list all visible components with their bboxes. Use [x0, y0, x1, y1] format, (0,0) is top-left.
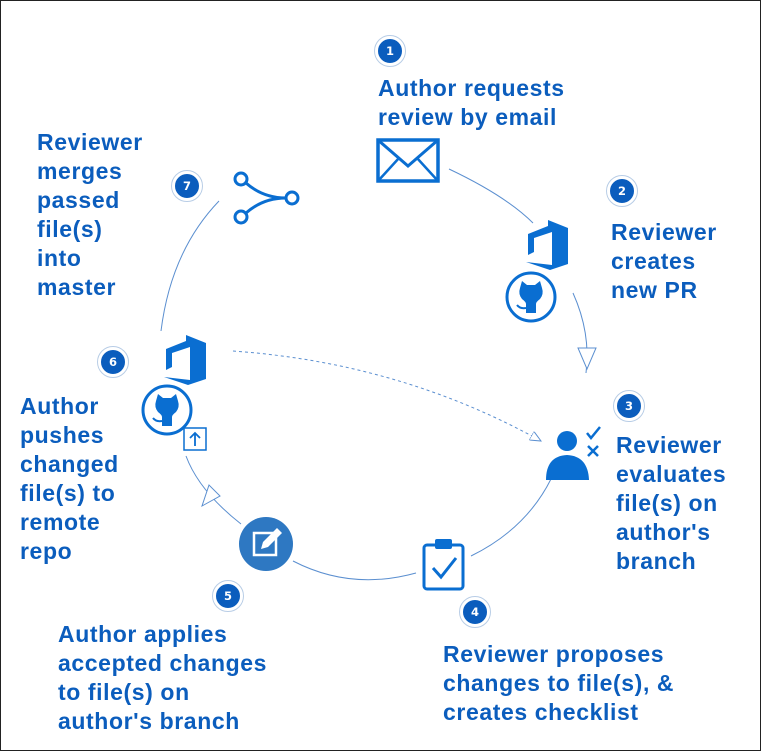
connector-6-to-7: [160, 200, 220, 332]
step-badge-1: 1: [374, 35, 406, 67]
edit-icon[interactable]: [239, 517, 293, 571]
connector-5-to-6: [185, 455, 242, 525]
step-6-label: Author pushes changed file(s) to remote …: [20, 393, 119, 564]
azure-devops-push-icon: [164, 335, 206, 385]
clipboard-check-icon: [422, 539, 465, 591]
step-badge-3: 3: [613, 390, 645, 422]
dotted-connector-6-to-3: [232, 350, 541, 441]
step-4-label: Reviewer proposes changes to file(s), & …: [443, 641, 675, 725]
connector-4-to-5: [292, 560, 417, 581]
step-3-label: Reviewer evaluates file(s) on author's b…: [616, 432, 727, 574]
step-badge-2: 2: [606, 175, 638, 207]
merge-branch-icon: [233, 171, 300, 225]
step-badge-7: 7: [171, 170, 203, 202]
step-number-3: 3: [625, 399, 633, 413]
azure-devops-icon: [526, 220, 568, 270]
arrowhead-2-to-3: [577, 347, 597, 371]
connector-3-to-4: [470, 478, 552, 557]
step-badge-5: 5: [212, 580, 244, 612]
cycle-connectors: [160, 168, 588, 581]
step-number-5: 5: [224, 589, 232, 603]
github-icon: [505, 271, 557, 323]
step-2-label: Reviewer creates new PR: [611, 219, 717, 303]
step-number-7: 7: [183, 179, 191, 193]
upload-icon: [183, 427, 207, 451]
step-number-6: 6: [109, 355, 117, 369]
step-number-2: 2: [618, 184, 626, 198]
step-7-label: Reviewer merges passed file(s) into mast…: [37, 129, 143, 300]
step-5-label: Author applies accepted changes to file(…: [58, 621, 268, 734]
reviewer-person-check-x-icon: [546, 426, 601, 480]
arrowhead-5-to-6: [201, 484, 221, 508]
step-badge-4: 4: [459, 596, 491, 628]
step-badge-6: 6: [97, 346, 129, 378]
connector-1-to-2: [448, 168, 534, 224]
step-number-1: 1: [386, 44, 394, 58]
github-push-icon: [141, 384, 193, 436]
envelope-icon: [376, 138, 440, 183]
step-number-4: 4: [471, 605, 479, 619]
step-1-label: Author requests review by email: [378, 75, 565, 130]
